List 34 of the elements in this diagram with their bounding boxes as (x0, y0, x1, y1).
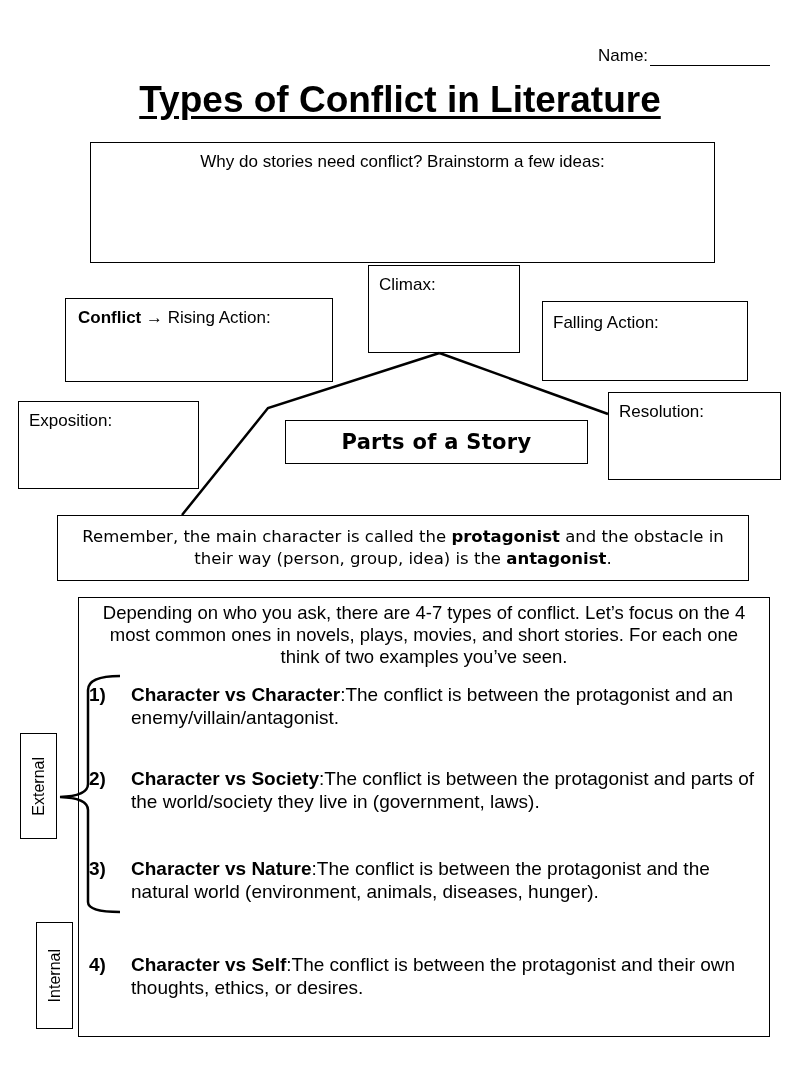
box-label: Falling Action: (553, 312, 660, 334)
plot-line (181, 351, 440, 516)
answer-box (368, 265, 520, 353)
answer-box (18, 401, 199, 489)
note-box (57, 515, 749, 581)
box-title: Parts of a Story (340, 430, 533, 454)
instructions-text: Depending on who you ask, there are 4-7 types of conflict. Let’s focus on the 4 most common ones in novels, plays, movies, and short stories. For each one think of two examples you’ve seen. (101, 602, 747, 668)
list-item-text: Character vs Society:The conflict is between the protagonist and parts of the world/society they live in (government, laws). (131, 768, 756, 814)
box-label: Conflict → Rising Action: (78, 307, 272, 329)
label-box (20, 733, 57, 839)
list-item-text: Character vs Character:The conflict is between the protagonist and an enemy/villain/antagonist. (131, 684, 735, 730)
title-box (285, 420, 588, 464)
box-label: Why do stories need conflict? Brainstorm a few ideas: (199, 151, 606, 173)
name-label: Name: (598, 46, 649, 66)
list-item-text: Character vs Self:The conflict is between the protagonist and their own thoughts, ethics, or desires. (131, 954, 737, 1000)
list-number: 4) (89, 954, 107, 977)
box-label: Climax: (379, 274, 437, 296)
plot-line (439, 351, 609, 416)
answer-box (65, 298, 333, 382)
box-label: Resolution: (619, 401, 706, 423)
answer-box (608, 392, 781, 480)
box-label: External (29, 756, 48, 816)
answer-box (542, 301, 748, 381)
text-panel (78, 597, 770, 1037)
box-label: Internal (45, 948, 64, 1003)
list-number: 3) (89, 858, 107, 881)
reminder-text: Remember, the main character is called the protagonist and the obstacle in their way (person, group, idea) is the antagonist. (81, 525, 725, 570)
list-number: 1) (89, 684, 107, 707)
page-title: Types of Conflict in Literature (139, 78, 661, 122)
list-number: 2) (89, 768, 107, 791)
answer-box (90, 142, 715, 263)
label-box (36, 922, 73, 1029)
box-label: Exposition: (29, 410, 114, 432)
list-item-text: Character vs Nature:The conflict is between the protagonist and the natural world (environment, animals, diseases, hunger). (131, 858, 711, 904)
